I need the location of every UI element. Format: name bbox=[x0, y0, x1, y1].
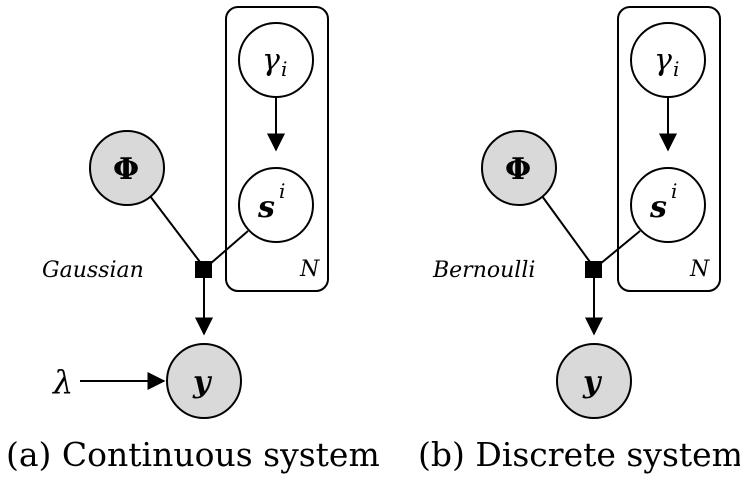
gamma-label-a: γ bbox=[262, 43, 280, 78]
s-node-a bbox=[238, 167, 314, 243]
s-label-b: s bbox=[649, 190, 667, 225]
gamma-subscript-b: i bbox=[673, 57, 679, 81]
lambda-label-a: λ bbox=[51, 363, 73, 401]
edge-s-to-factor-b bbox=[599, 230, 641, 265]
s-superscript-a: i bbox=[279, 179, 285, 203]
caption-b: (b) Discrete system bbox=[418, 435, 740, 474]
s-label-a: s bbox=[257, 190, 275, 225]
plate-label-a: N bbox=[299, 257, 320, 282]
gamma-node-b bbox=[630, 22, 706, 98]
factor-label-b: Bernoulli bbox=[432, 258, 535, 283]
caption-a: (a) Continuous system bbox=[6, 435, 380, 474]
s-superscript-b: i bbox=[671, 179, 677, 203]
phi-label-b: Φ bbox=[505, 152, 531, 187]
plate-b bbox=[617, 6, 721, 292]
edge-phi-to-factor-b bbox=[541, 195, 591, 263]
factor-label-a: Gaussian bbox=[42, 258, 144, 283]
panel-a: N γ i s i Φ Gaussian y λ (a) Continuous … bbox=[6, 6, 380, 474]
factor-node-a bbox=[195, 261, 212, 278]
gamma-subscript-a: i bbox=[281, 57, 287, 81]
gamma-label-b: γ bbox=[654, 43, 672, 78]
phi-label-a: Φ bbox=[113, 152, 139, 187]
phi-node-b bbox=[481, 130, 557, 206]
y-label-b: y bbox=[582, 365, 603, 400]
plate-a bbox=[225, 6, 329, 292]
edge-phi-to-factor-a bbox=[149, 195, 201, 263]
gamma-node-a bbox=[238, 22, 314, 98]
y-node-b bbox=[556, 343, 632, 419]
phi-node-a bbox=[89, 130, 165, 206]
y-label-a: y bbox=[192, 365, 213, 400]
s-node-b bbox=[630, 167, 706, 243]
plate-label-b: N bbox=[689, 257, 710, 282]
panel-b: N γ i s i Φ Bernoulli y (b) Discrete sys… bbox=[418, 6, 740, 474]
factor-node-b bbox=[585, 261, 602, 278]
edge-s-to-factor-a bbox=[209, 230, 249, 265]
y-node-a bbox=[166, 343, 242, 419]
